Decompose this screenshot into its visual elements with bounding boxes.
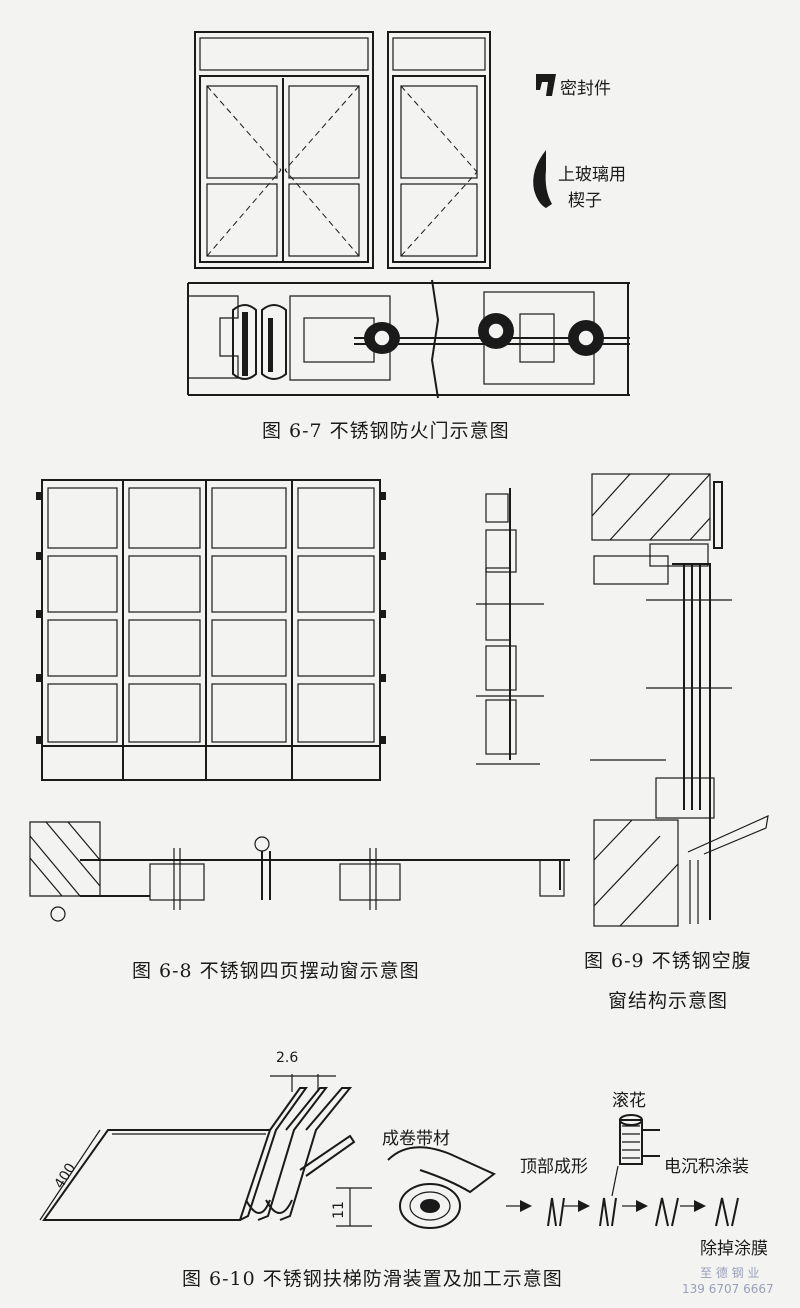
label-coil: 成卷带材 [382,1129,450,1149]
caption-fig-6-9-line2: 窗结构示意图 [608,990,729,1012]
figure-6-8: 图 6-8 不锈钢四页摆动窗示意图 [0,460,580,990]
window-pane [211,683,287,743]
swing-window-drawing [29,479,570,922]
caption-fig-6-8: 图 6-8 不锈钢四页摆动窗示意图 [132,960,420,982]
label-wedge-line2: 楔子 [568,191,602,211]
window-pane [297,555,375,613]
figure-6-9: 图 6-9 不锈钢空腹 窗结构示意图 [580,460,800,1030]
escalator-antislip-drawing [39,1074,739,1229]
dim-height: 11 [330,1201,347,1219]
caption-fig-6-7: 图 6-7 不锈钢防火门示意图 [262,420,510,442]
label-remove-film: 除掉涂膜 [700,1239,768,1259]
watermark-line2: 139 6707 6667 [682,1282,774,1296]
label-electrodeposition: 电沉积涂装 [664,1157,749,1177]
window-pane [128,683,201,743]
window-pane [128,555,201,613]
hollow-window-drawing [590,473,769,927]
seal-icon [536,74,556,96]
label-wedge-line1: 上玻璃用 [558,165,626,185]
window-pane [297,683,375,743]
label-seal: 密封件 [560,79,611,99]
fire-door-drawing [187,31,630,399]
window-pane [211,619,287,677]
label-top-forming: 顶部成形 [520,1157,588,1177]
window-pane [297,487,375,549]
window-pane [47,487,118,549]
caption-fig-6-10: 图 6-10 不锈钢扶梯防滑装置及加工示意图 [182,1268,563,1290]
figure-6-7: 密封件 上玻璃用 楔子 图 6-7 不锈钢防火门示意图 [0,0,800,460]
window-pane [47,619,118,677]
window-pane [211,487,287,549]
window-pane [128,487,201,549]
label-knurl: 滚花 [612,1091,646,1111]
window-pane [47,683,118,743]
window-pane [47,555,118,613]
caption-fig-6-9-line1: 图 6-9 不锈钢空腹 [584,950,752,972]
figure-6-10: 2.6 400 11 成卷带材 滚花 顶部成形 电沉积涂装 除掉涂膜 图 6-1… [0,1030,800,1308]
wedge-icon [533,150,552,208]
window-pane [128,619,201,677]
window-pane [211,555,287,613]
watermark-line1: 至 德 钢 业 [700,1266,760,1280]
dim-gap: 2.6 [276,1050,299,1066]
window-pane [297,619,375,677]
